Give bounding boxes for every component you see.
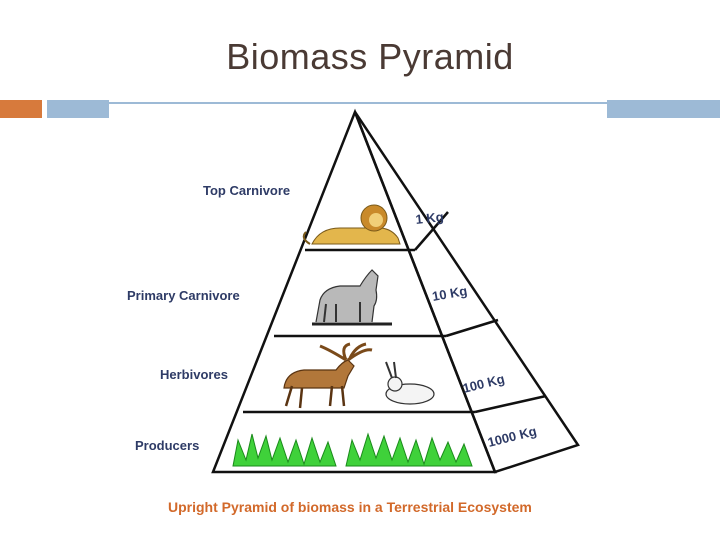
mass-label-herbivores: 100 Kg [461, 371, 506, 396]
mass-label-top-carnivore: 1 Kg [415, 209, 445, 227]
divider-3-side [474, 394, 547, 414]
divider-2-side [445, 318, 499, 338]
grass-icon [232, 432, 473, 467]
deer-rabbit-icon [283, 342, 435, 409]
accent-bar-blue-right [607, 100, 720, 118]
accent-bar-blue-left [47, 100, 109, 118]
mass-label-primary-carnivore: 10 Kg [431, 283, 469, 304]
mass-label-producers: 1000 Kg [486, 423, 538, 450]
pyramid-side-face [353, 111, 580, 474]
wolf-icon [312, 269, 392, 326]
page-title: Biomass Pyramid [226, 36, 514, 77]
level-label-producers: Producers [135, 438, 199, 453]
deer-icon [283, 342, 373, 409]
level-label-primary-carnivore: Primary Carnivore [127, 288, 240, 303]
diagram-caption: Upright Pyramid of biomass in a Terrestr… [168, 499, 532, 515]
accent-bar-orange [0, 100, 42, 118]
rabbit-icon [385, 361, 435, 405]
level-label-herbivores: Herbivores [160, 367, 228, 382]
level-label-top-carnivore: Top Carnivore [203, 183, 290, 198]
divider-1-side [414, 211, 449, 251]
accent-rule [109, 102, 607, 104]
pyramid-outline [211, 108, 580, 474]
lion-icon [302, 204, 401, 245]
